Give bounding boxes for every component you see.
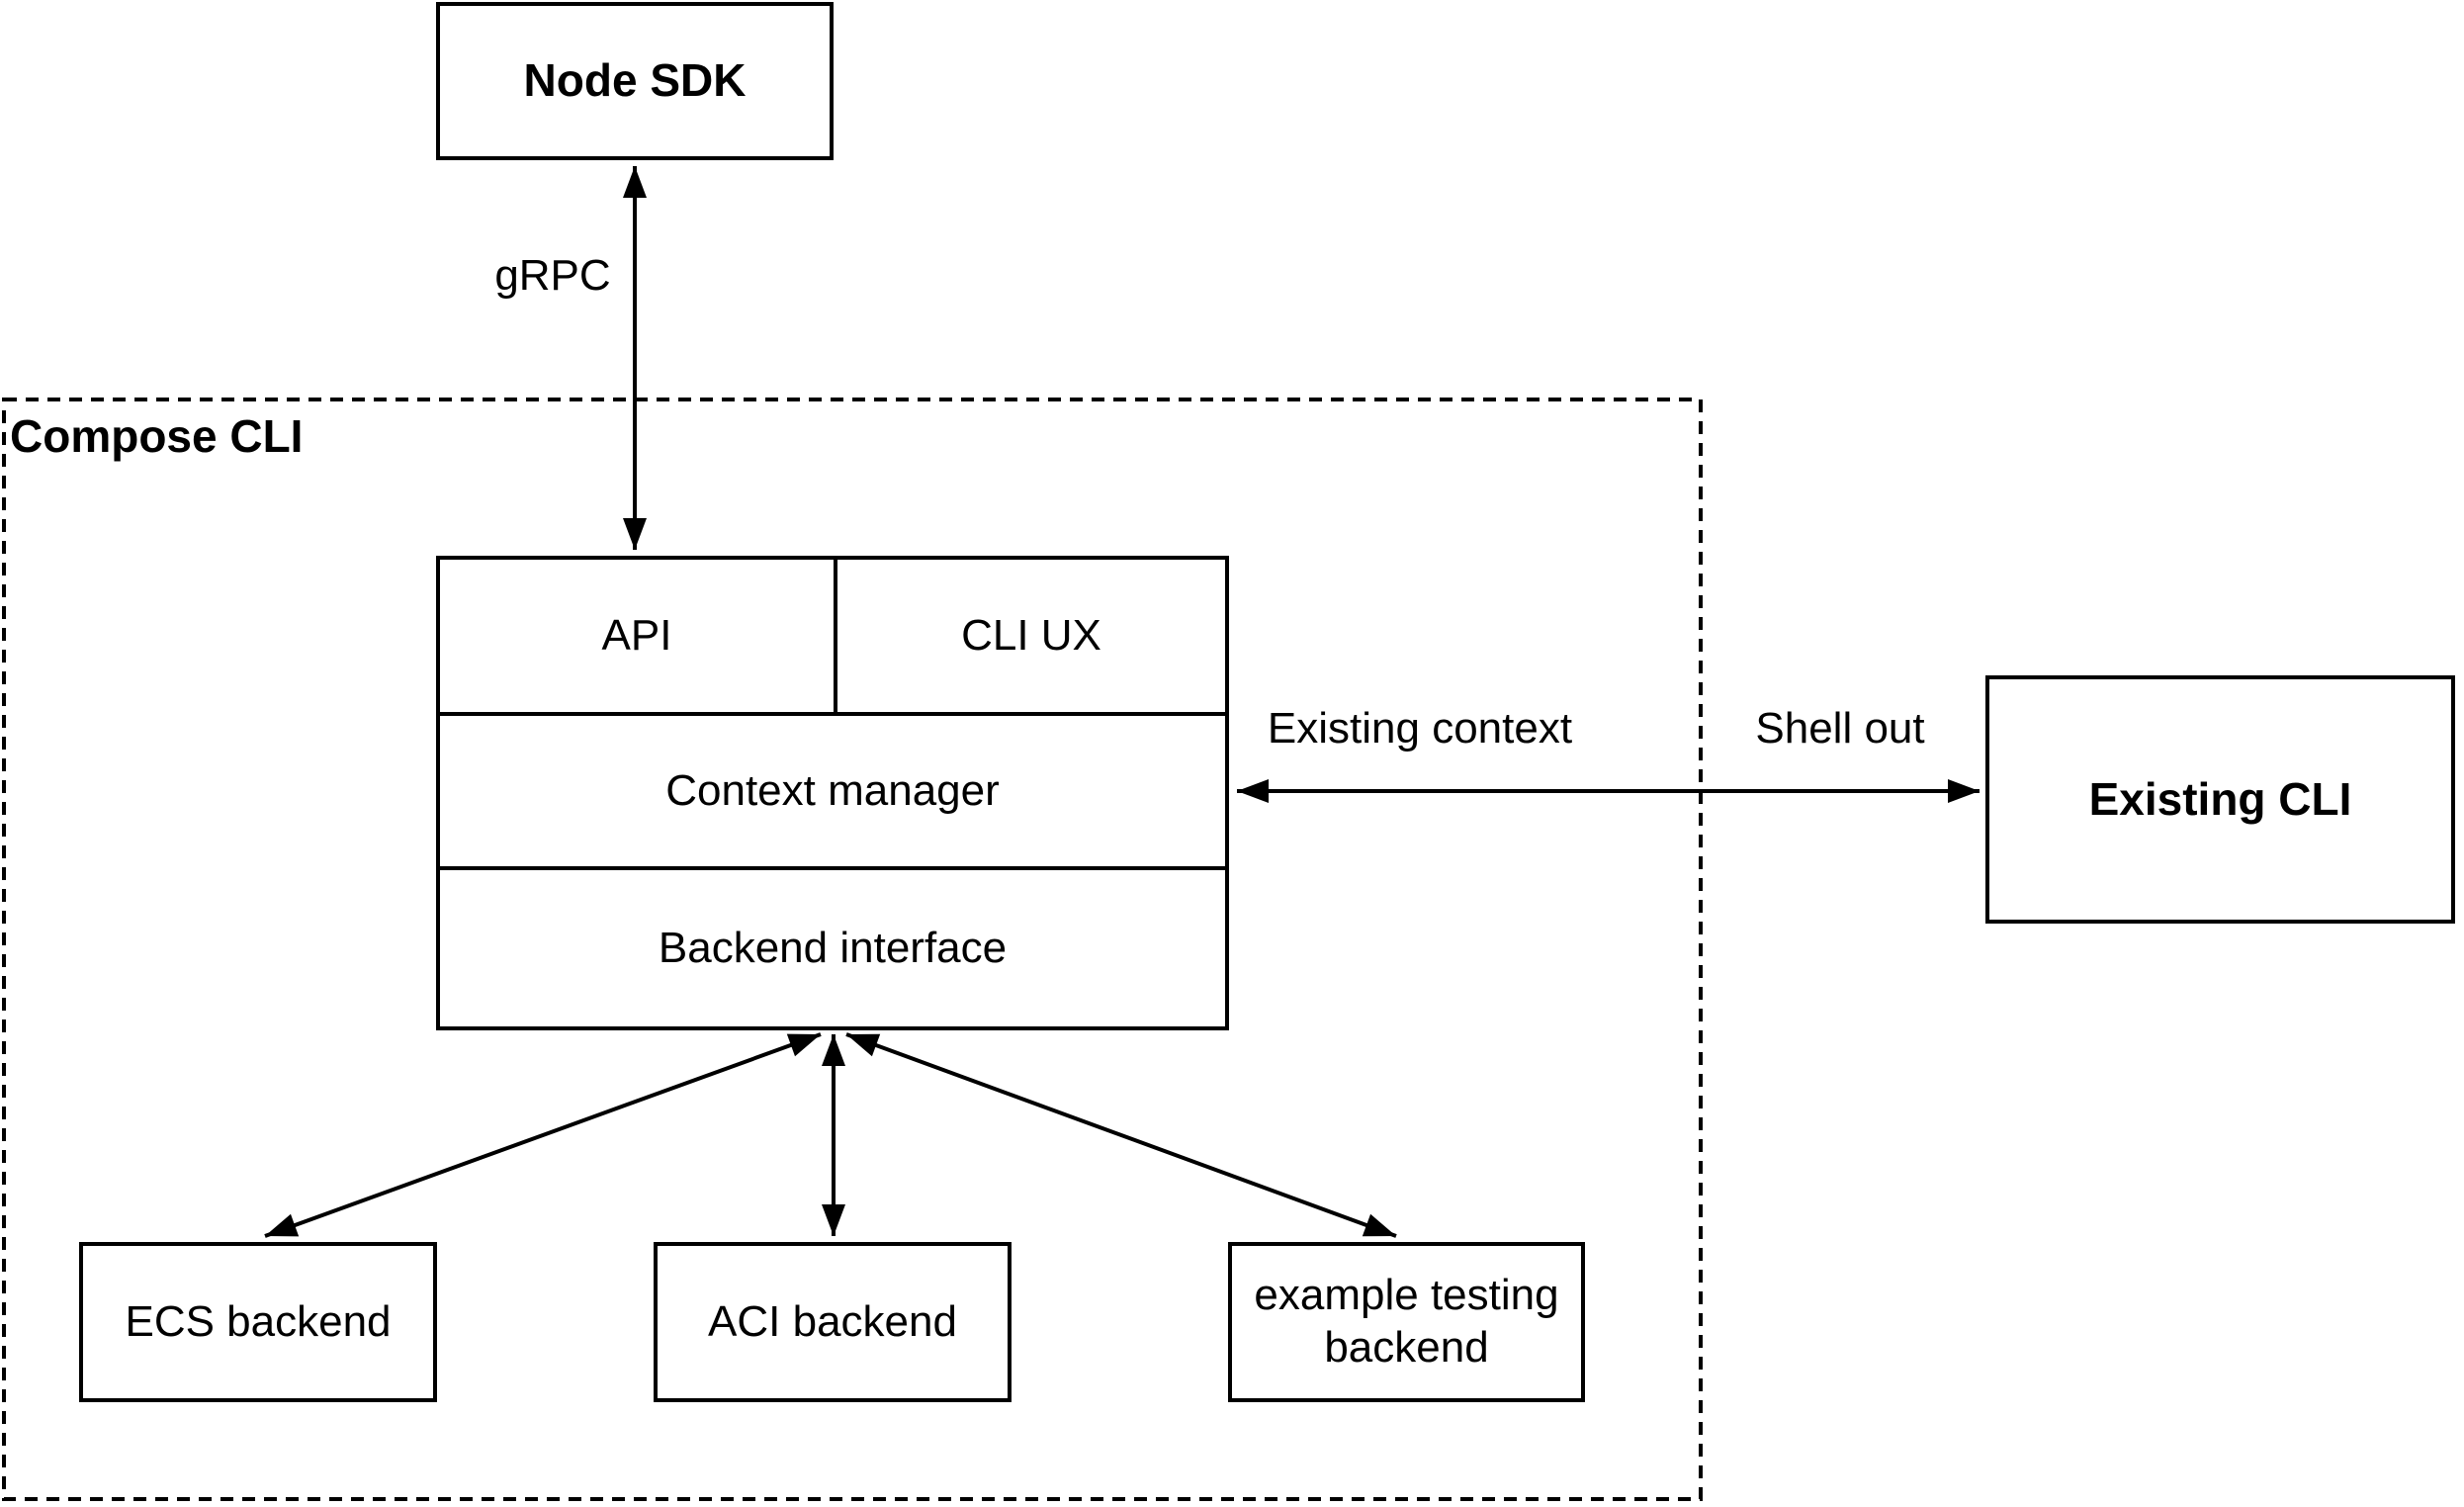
- node-sdk-box: Node SDK: [436, 2, 834, 160]
- example-backend-arrow: [845, 1032, 1397, 1238]
- backend-interface-cell: Backend interface: [440, 870, 1225, 1026]
- existing-context-edge-label: Existing context: [1267, 704, 1573, 753]
- ecs-backend-arrow: [264, 1032, 822, 1238]
- compose-cli-stack: API CLI UX Context manager Backend inter…: [436, 556, 1229, 1030]
- context-manager-cell: Context manager: [440, 716, 1225, 870]
- aci-backend-label: ACI backend: [708, 1296, 957, 1346]
- backend-interface-label: Backend interface: [658, 924, 1008, 972]
- stack-top-row: API CLI UX: [440, 560, 1225, 716]
- existing-cli-box: Existing CLI: [1985, 675, 2455, 924]
- ecs-backend-box: ECS backend: [79, 1242, 437, 1402]
- compose-cli-container: [2, 398, 1703, 1501]
- aci-backend-box: ACI backend: [654, 1242, 1012, 1402]
- example-testing-backend-label: example testing backend: [1254, 1271, 1559, 1372]
- example-testing-backend-box: example testing backend: [1228, 1242, 1585, 1402]
- node-sdk-label: Node SDK: [523, 54, 747, 107]
- existing-cli-label: Existing CLI: [2088, 772, 2352, 825]
- grpc-edge-label: gRPC: [494, 251, 611, 300]
- cli-ux-cell: CLI UX: [837, 560, 1225, 712]
- ecs-backend-label: ECS backend: [125, 1296, 392, 1346]
- api-cell: API: [440, 560, 837, 712]
- context-manager-label: Context manager: [665, 766, 1000, 815]
- compose-cli-container-label: Compose CLI: [10, 410, 304, 462]
- shell-out-edge-label: Shell out: [1755, 704, 1925, 753]
- api-label: API: [601, 611, 672, 660]
- cli-ux-label: CLI UX: [961, 611, 1101, 660]
